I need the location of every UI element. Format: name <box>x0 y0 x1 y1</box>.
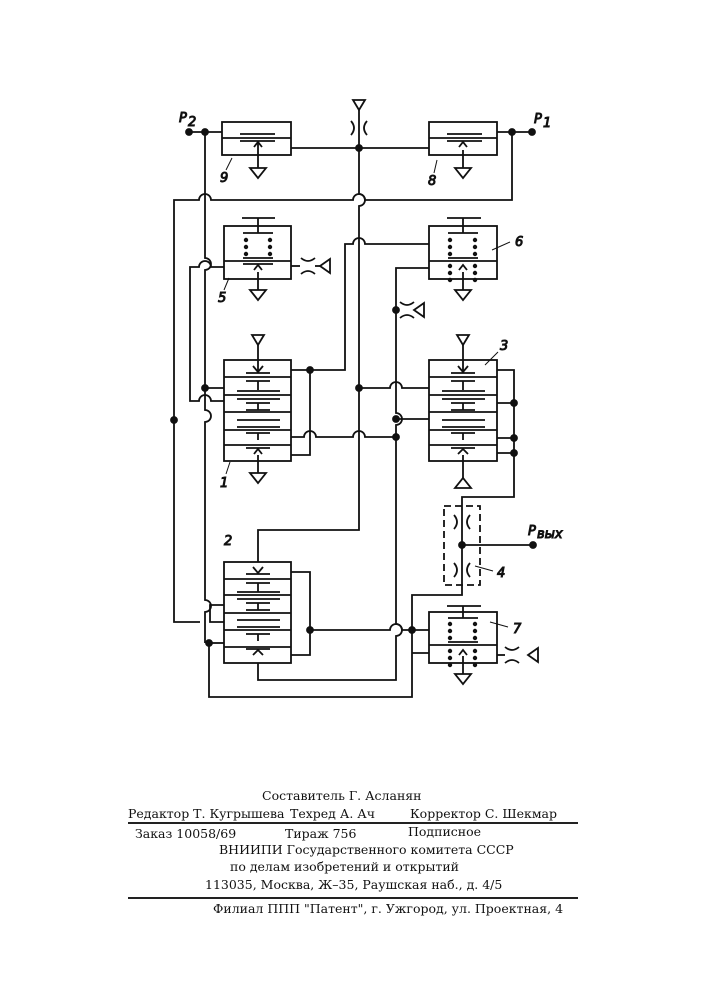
circulation: Тираж 756 <box>285 826 356 841</box>
label-5: 5 <box>218 291 226 306</box>
block-3 <box>356 335 517 506</box>
org-line-1: ВНИИПИ Государственного комитета СССР <box>219 842 514 857</box>
compiler: Составитель Г. Асланян <box>262 788 422 803</box>
label-p1-sub: 1 <box>543 116 551 131</box>
label-pout: P <box>528 524 536 539</box>
label-7: 7 <box>513 622 522 637</box>
editor: Редактор Т. Кугрышева <box>128 806 285 821</box>
label-p1: P <box>534 112 542 127</box>
divider <box>128 822 578 824</box>
corrector: Корректор С. Шекмар <box>410 806 557 821</box>
label-4: 4 <box>497 566 505 581</box>
address: 113035, Москва, Ж–35, Раушская наб., д. … <box>205 877 502 892</box>
block-9 <box>222 122 291 178</box>
order: Заказ 10058/69 <box>135 826 236 841</box>
label-p2: P <box>179 111 187 126</box>
block-7 <box>412 606 538 684</box>
label-9: 9 <box>220 171 228 186</box>
org-line-2: по делам изобретений и открытий <box>230 859 459 874</box>
block-6 <box>258 218 497 680</box>
label-p2-sub: 2 <box>188 115 196 130</box>
diagram-labels: P 2 P 1 P вых 9 8 5 6 1 3 4 2 7 <box>179 111 563 637</box>
label-3: 3 <box>500 339 508 354</box>
label-pout-sub: вых <box>537 527 563 542</box>
branch: Филиал ППП "Патент", г. Ужгород, ул. Про… <box>213 901 563 916</box>
divider <box>128 897 578 899</box>
label-2: 2 <box>224 534 232 549</box>
block-8 <box>429 122 497 178</box>
label-8: 8 <box>428 174 436 189</box>
pneumatic-circuit-diagram: P 2 P 1 P вых 9 8 5 6 1 3 4 2 7 <box>0 0 707 760</box>
label-6: 6 <box>515 235 523 250</box>
subscription: Подписное <box>408 824 481 839</box>
techred: Техред А. Ач <box>290 806 375 821</box>
label-1: 1 <box>220 476 228 491</box>
